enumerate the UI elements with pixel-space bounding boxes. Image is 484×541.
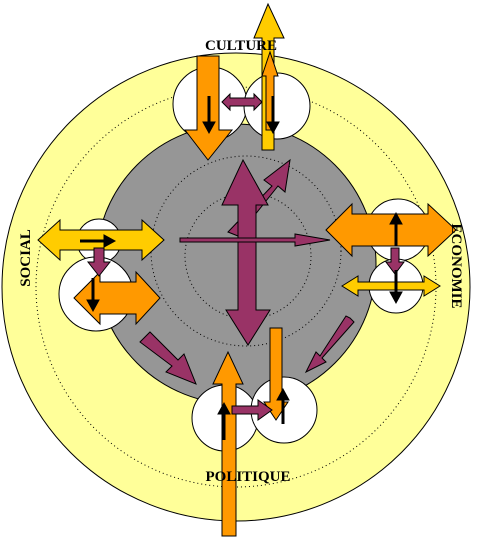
label-culture: CULTURE: [205, 38, 277, 54]
economie-orange-double-arrow: [325, 202, 457, 258]
lower-right-plum-diagonal-arrow: [304, 315, 355, 374]
politique-black-arrows: [217, 387, 290, 440]
inner-dotted-orbit-1: [150, 155, 342, 347]
economie-plum-down-arrow: [385, 247, 405, 275]
economie-black-arrows: [389, 211, 403, 305]
culture-plum-double-arrow: [221, 92, 263, 112]
label-economie: ECONOMIE: [448, 223, 464, 308]
culture-black-arrows: [202, 96, 280, 135]
inner-grey-disc: [95, 123, 377, 405]
label-politique: POLITIQUE: [205, 469, 290, 485]
economie-gold-thin-arrow: [341, 275, 441, 297]
center-vertical-plum-arrow: [221, 158, 271, 346]
social-black-arrows: [80, 234, 117, 313]
social-plum-down-arrow: [86, 247, 112, 277]
social-orange-arrow: [73, 270, 161, 326]
politique-plum-right-arrow: [231, 399, 273, 421]
lower-left-plum-diagonal-arrow: [139, 331, 197, 385]
center-horizontal-plum-arrow: [179, 233, 331, 247]
label-social: SOCIAL: [18, 229, 34, 287]
